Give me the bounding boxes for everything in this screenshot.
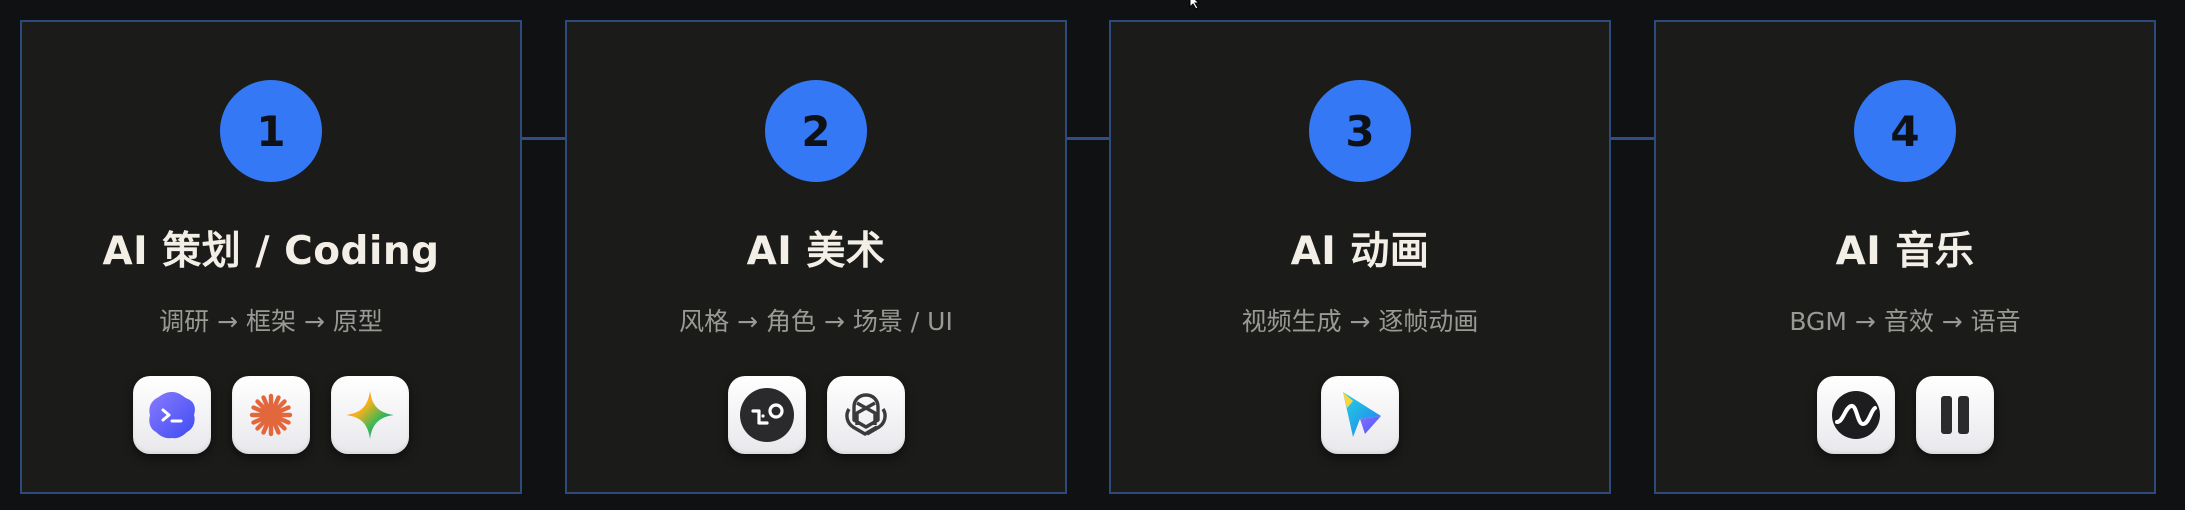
step-number-badge: 3 — [1309, 80, 1411, 182]
step-title: AI 策划 / Coding — [102, 229, 440, 274]
step-subtitle: 风格 → 角色 → 场景 / UI — [679, 307, 953, 336]
step-card-4: 4 AI 音乐 BGM → 音效 → 语音 — [1654, 20, 2156, 494]
step-subtitle: 调研 → 框架 → 原型 — [159, 307, 383, 336]
connector-2-3 — [1066, 137, 1110, 140]
connector-1-2 — [522, 137, 566, 140]
step-number-badge: 1 — [220, 80, 322, 182]
step-number-badge: 2 — [765, 80, 867, 182]
step-card-1: 1 AI 策划 / Coding 调研 → 框架 → 原型 — [20, 20, 522, 494]
tool-icon-row — [727, 376, 905, 454]
pause-bars-app-icon — [1915, 376, 1994, 454]
step-title: AI 音乐 — [1835, 229, 1975, 274]
dark-circle-logo-app-icon — [727, 376, 806, 454]
four-point-star-app-icon — [331, 376, 409, 454]
knot-logo-app-icon — [826, 376, 905, 454]
tool-icon-row — [1816, 376, 1994, 454]
mouse-cursor-icon — [1189, 0, 1201, 10]
step-title: AI 动画 — [1290, 229, 1430, 274]
step-card-2: 2 AI 美术 风格 → 角色 → 场景 / UI — [565, 20, 1067, 494]
wave-logo-app-icon — [1816, 376, 1895, 454]
connector-3-4 — [1610, 137, 1655, 140]
step-title: AI 美术 — [746, 229, 886, 274]
step-subtitle: 视频生成 → 逐帧动画 — [1241, 307, 1479, 336]
orange-asterisk-app-icon — [232, 376, 310, 454]
terminal-cloud-app-icon — [133, 376, 211, 454]
tool-icon-row — [133, 376, 409, 454]
blue-paper-plane-app-icon — [1321, 376, 1399, 454]
step-number-badge: 4 — [1854, 80, 1956, 182]
step-subtitle: BGM → 音效 → 语音 — [1789, 307, 2021, 336]
step-card-3: 3 AI 动画 视频生成 → 逐帧动画 — [1109, 20, 1611, 494]
tool-icon-row — [1321, 376, 1399, 454]
